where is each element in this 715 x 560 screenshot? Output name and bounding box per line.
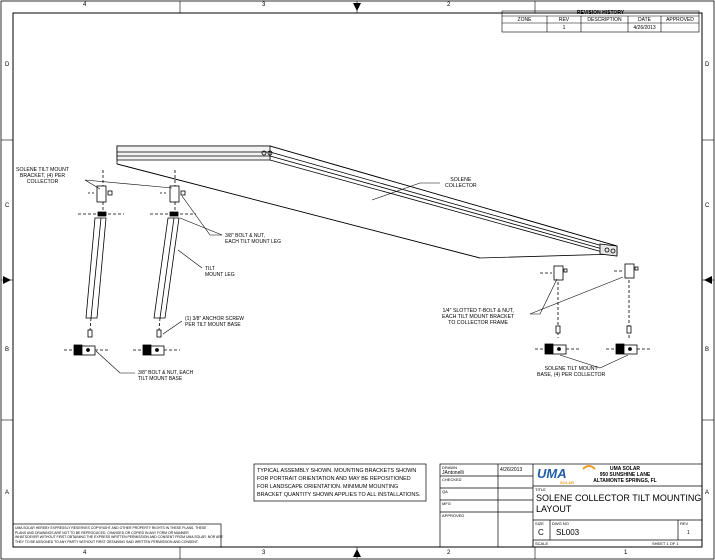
callout-bolt-base-line-1: 3/8" BOLT & NUT, EACH [138,370,194,376]
callout-base-line-2: BASE, (4) PER COLLECTOR [537,372,606,378]
proprietary-line-1: UMA SOLAR HEREBY EXPRESSLY RESERVES COPY… [15,526,207,530]
zone-right-c: C [705,203,710,209]
rev-row-date: 4/26/2013 [633,25,656,31]
rev-header-approved: APPROVED [666,17,694,23]
logo-subtext: SOLAR [560,480,574,485]
callout-base-line-1: SOLENE TILT MOUNT [544,366,598,372]
callout-leg-line-1: TILT [205,266,215,272]
rev-header-rev: REV [558,17,570,23]
collector-panel [116,145,618,259]
zone-right-b: B [705,347,710,353]
note-line-2: FOR PORTRAIT ORIENTATION AND MAY BE REPO… [257,476,411,482]
title-label: TITLE [535,487,546,492]
rev-row-rev: 1 [562,25,566,31]
company-address-2: ALTAMONTE SPRINGS, FL [593,478,657,484]
dwg-no-label: DWG NO [552,521,569,526]
assembly-note: TYPICAL ASSEMBLY SHOWN. MOUNTING BRACKET… [257,467,420,499]
zone-left-c: C [5,203,10,209]
rev-header-description: DESCRIPTION [587,17,622,23]
tilt-mount-bracket-right-1 [535,265,580,355]
scale-label: SCALE [535,541,549,546]
proprietary-line-2: PLANS AND DRAWINGS ARE NOT TO BE REPRODU… [15,530,189,535]
zone-right-d: D [705,62,710,68]
callout-leg-line-2: MOUNT LEG [205,272,235,278]
sheet-count: SHEET 1 OF 1 [652,541,679,546]
mfg-label: MFG [442,501,451,506]
callout-bracket-line-1: SOLENE TILT MOUNT [16,167,70,173]
proprietary-box [12,523,222,548]
title-block-grid [439,463,703,548]
zone-bottom-3: 3 [262,550,266,556]
note-line-1: TYPICAL ASSEMBLY SHOWN. MOUNTING BRACKET… [257,468,417,474]
center-marks [3,3,712,557]
leader-lines [84,179,629,374]
note-line-3: FOR LANDSCAPE ORIENTATION. MINIMUM MOUNT… [257,484,399,490]
callout-tilt-mount-bracket: SOLENE TILT MOUNT BRACKET, (4) PER COLLE… [16,167,69,185]
zone-bottom-4: 4 [83,550,87,556]
callout-bolt-leg-line-1: 3/8" BOLT & NUT, [225,233,265,239]
qa-label: QA [442,489,448,494]
callout-slotted-t-bolt: 1/4" SLOTTED T-BOLT & NUT, EACH TILT MOU… [442,308,514,326]
company-address-1: 950 SUNSHINE LANE [599,472,651,478]
proprietary-line-4: THEY TO BE ASSIGNED TO ANY PARTY WITHOUT… [15,539,199,544]
revision-title: REVISION HISTORY [576,10,625,16]
callout-tilt-mount-base: SOLENE TILT MOUNT BASE, (4) PER COLLECTO… [537,366,605,378]
checked-label: CHECKED [442,477,462,482]
zone-left-b: B [5,347,10,353]
callout-anchor-screw: (1) 3/8" ANCHOR SCREW PER TILT MOUNT BAS… [185,316,244,328]
note-line-4: BRACKET QUANTITY SHOWN APPLIES TO ALL IN… [257,492,421,498]
callout-bolt-nut-base: 3/8" BOLT & NUT, EACH TILT MOUNT BASE [138,370,193,382]
company-logo [582,465,596,470]
callout-anchor-line-2: PER TILT MOUNT BASE [185,322,241,328]
approved-label: APPROVED [442,513,465,518]
zone-left-a: A [5,490,10,496]
proprietary-line-3: WHATSOEVER WITHOUT FIRST OBTAINING THE E… [15,535,223,540]
zone-bottom-1: 1 [624,550,628,556]
proprietary-notice: UMA SOLAR HEREBY EXPRESSLY RESERVES COPY… [15,526,223,544]
callout-collector-line-2: COLLECTOR [445,183,477,189]
drawn-date: 4/26/2013 [500,467,523,473]
revision-number: 1 [687,530,690,536]
drawn-label: DRAWN [442,465,457,470]
callout-tbolt-line-1: 1/4" SLOTTED T-BOLT & NUT, [442,308,514,314]
callout-bracket-line-3: COLLECTOR [26,179,59,185]
rev-header-date: DATE [638,17,651,23]
revision-table [501,10,700,33]
zone-top-3: 3 [262,2,266,8]
zone-top-2: 2 [447,2,451,8]
zone-left-d: D [5,62,10,68]
drawn-by: JAntonelli [442,470,464,476]
drawing-number: SL003 [556,528,580,537]
callout-anchor-line-1: (1) 3/8" ANCHOR SCREW [185,316,245,322]
callout-tbolt-line-2: EACH TILT MOUNT BRACKET [442,314,515,320]
callout-tbolt-line-3: TO COLLECTOR FRAME [448,320,509,326]
callout-tilt-mount-leg: TILT MOUNT LEG [205,266,235,278]
callout-collector-line-1: SOLENE [450,177,472,183]
rev-label: REV [680,521,689,526]
callout-solene-collector: SOLENE COLLECTOR [445,177,477,189]
zone-right-a: A [705,490,710,496]
tilt-mount-bracket-left-1 [64,170,124,356]
sheet-size: C [538,528,544,537]
logo-wordmark: UMA [537,466,567,481]
callout-bolt-leg-line-2: EACH TILT MOUNT LEG [225,239,282,245]
zone-bottom-2: 2 [447,550,451,556]
company-name: UMA SOLAR [609,466,641,472]
callout-bolt-base-line-2: TILT MOUNT BASE [138,376,183,382]
drawing-title-line-1: SOLENE COLLECTOR TILT MOUNTING [536,493,702,503]
rev-header-zone: ZONE [517,17,532,23]
drawing-title-line-2: LAYOUT [536,504,572,514]
callout-bolt-nut-leg: 3/8" BOLT & NUT, EACH TILT MOUNT LEG [225,233,281,245]
tilt-mount-bracket-right-2 [606,263,651,355]
callout-bracket-line-2: BRACKET, (4) PER [19,173,66,179]
tilt-mount-bracket-left-2 [133,170,196,356]
size-label: SIZE [535,521,544,526]
note-box [253,463,427,502]
zone-top-4: 4 [83,2,87,8]
